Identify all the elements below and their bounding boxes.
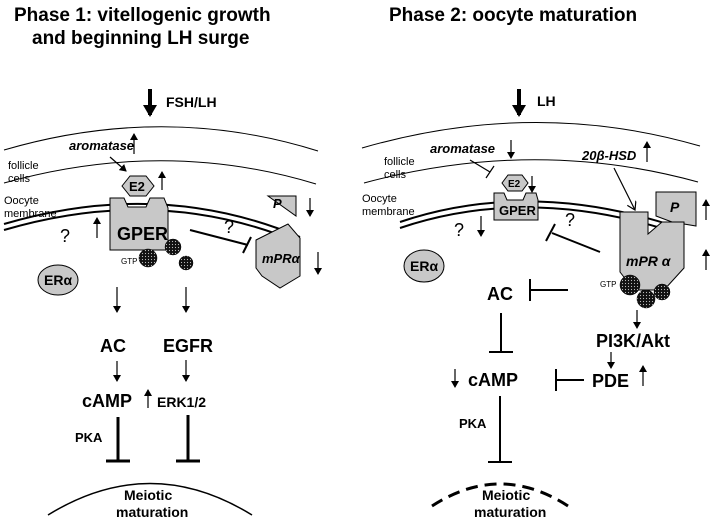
phase1-title-line2: and beginning LH surge (32, 28, 249, 49)
phase2-follicle-label-2: cells (384, 169, 407, 181)
phase2-pi3k-label: PI3K/Akt (596, 331, 670, 351)
phase2-p-label: P (670, 199, 680, 215)
phase1-question-right: ? (224, 217, 234, 237)
phase2-meiotic-line1: Meiotic (482, 487, 530, 503)
phase1-egfr-label: EGFR (163, 336, 213, 356)
phase2-follicle-inner-arc (363, 159, 699, 184)
phase1-meiotic-line2: maturation (116, 504, 188, 520)
phase1-g-protein-2 (164, 238, 182, 256)
phase1-erk-label: ERK1/2 (157, 394, 206, 410)
phase1-gtp-label: GTP (121, 257, 137, 266)
phase1-question-left: ? (60, 226, 70, 246)
phase1-oocyte-label-2: membrane (4, 208, 57, 220)
phase2-aromatase-inhibit-bar (485, 165, 495, 179)
phase1-ac-label: AC (100, 336, 126, 356)
phase2-aromatase-label: aromatase (430, 141, 495, 156)
phase2-g-protein-2 (636, 289, 656, 309)
phase1-mpra-label: mPRα (262, 251, 301, 266)
phase1-p-label: P (273, 196, 282, 211)
phase2-hsd-label: 20β-HSD (581, 148, 637, 163)
phase2-gtp-label: GTP (600, 280, 616, 289)
phase1-era-receptor (37, 264, 79, 296)
phase1-g-protein-1 (138, 248, 158, 268)
phase2-gper-receptor (493, 192, 539, 221)
phase1-gper-receptor (109, 197, 169, 251)
phase1-progestin-triangle (266, 195, 297, 217)
phase1-aromatase-label: aromatase (69, 138, 134, 153)
phase2-era-receptor (403, 249, 445, 283)
phase2-gper-inhibit-line (551, 232, 601, 253)
phase1-inhibition-line (189, 229, 249, 246)
phase2-ac-label: AC (487, 284, 513, 304)
phase2-oocyte-label-1: Oocyte (362, 193, 397, 205)
phase1-follicle-inner-arc (3, 160, 317, 185)
phase2-oocyte-label-2: membrane (362, 206, 415, 218)
phase1-inhibition-bar (242, 236, 252, 254)
phase2-gper-label: GPER (499, 203, 536, 218)
phase2-follicle-outer-arc (361, 122, 701, 149)
phase2-follicle-label-1: follicle (384, 156, 415, 168)
phase1-mpra-receptor (255, 223, 301, 289)
phase1-meiotic-arc (47, 482, 253, 516)
phase2-pka-label: PKA (459, 416, 487, 431)
phase1-follicle-outer-arc (3, 126, 319, 152)
phase2-g-protein-1 (619, 274, 641, 296)
phase1-hormone-label: FSH/LH (166, 94, 217, 110)
phase2-aromatase-inhibit-line (469, 159, 491, 173)
phase1-pka-label: PKA (75, 430, 103, 445)
phase1-aromatase-to-e2-arrow (109, 156, 127, 172)
phase1-meiotic-line1: Meiotic (124, 487, 172, 503)
phase1-gper-label: GPER (117, 224, 168, 244)
phase1-e2-label: E2 (129, 179, 145, 194)
phase2-question-left: ? (454, 220, 464, 240)
phase2-era-label: ERα (410, 258, 438, 274)
phase2-e2-label: E2 (508, 179, 521, 190)
phase1-e2-hexagon (121, 175, 155, 197)
phase1-era-label: ERα (44, 272, 72, 288)
phase2-camp-label: cAMP (468, 370, 518, 390)
phase1-g-protein-3 (178, 255, 194, 271)
phase2-hormone-label: LH (537, 93, 556, 109)
phase2-panel: Phase 2: oocyte maturation LH aromatase … (361, 5, 710, 520)
phase2-g-protein-3 (653, 283, 671, 301)
phase1-camp-label: cAMP (82, 391, 132, 411)
phase2-e2-hexagon (501, 174, 529, 192)
phase2-gper-inhibit-bar (545, 223, 556, 242)
phase2-meiotic-line2: maturation (474, 504, 546, 520)
phase2-title: Phase 2: oocyte maturation (389, 5, 637, 26)
phase1-follicle-label-2: cells (8, 173, 31, 185)
phase1-follicle-label-1: follicle (8, 160, 39, 172)
phase1-oocyte-label-1: Oocyte (4, 195, 39, 207)
phase1-title-line1: Phase 1: vitellogenic growth (14, 5, 271, 26)
phase2-pde-label: PDE (592, 371, 629, 391)
phase2-question-right: ? (565, 210, 575, 230)
phase1-panel: Phase 1: vitellogenic growth and beginni… (3, 5, 322, 520)
phase2-hsd-to-mpra-arrow (613, 167, 635, 210)
phase2-mpra-label: mPR α (626, 253, 672, 269)
